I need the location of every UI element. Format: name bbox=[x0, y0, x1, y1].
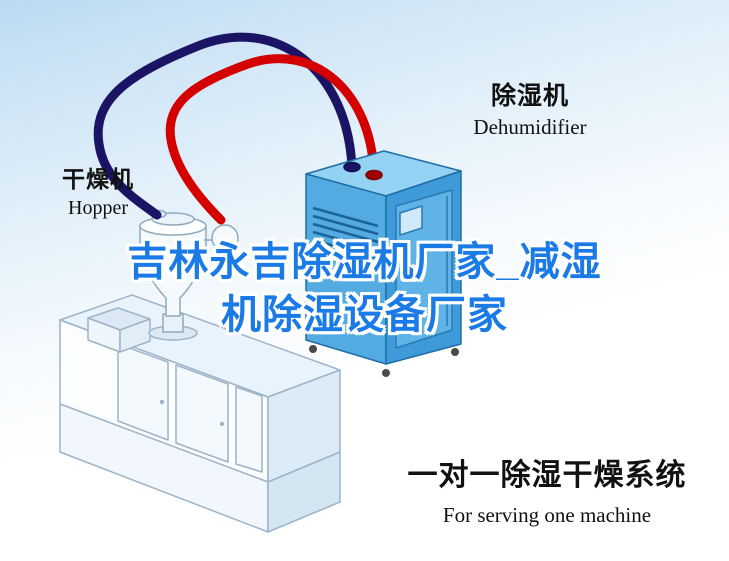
system-caption-en: For serving one machine bbox=[442, 503, 652, 527]
hopper-label-cn: 干燥机 bbox=[62, 166, 134, 192]
system-caption-cn: 一对一除湿干燥系统 bbox=[407, 459, 687, 492]
dehumidifier-label-en: Dehumidifier bbox=[473, 115, 587, 139]
hopper-dryer-icon bbox=[139, 209, 239, 333]
supply-air-hose-icon bbox=[165, 54, 379, 225]
page-title-line2: 机除湿设备厂家 bbox=[221, 292, 508, 337]
dehumidifier-label: 除湿机 Dehumidifier bbox=[450, 76, 610, 140]
cyclone-loader-icon bbox=[204, 224, 239, 273]
dehumidifier-label-cn: 除湿机 bbox=[490, 82, 569, 110]
hopper-label: 干燥机 Hopper bbox=[38, 160, 158, 220]
return-air-hose-icon bbox=[93, 32, 357, 220]
page-title-line1: 吉林永吉除湿机厂家_减湿 bbox=[127, 240, 602, 284]
system-caption: 一对一除湿干燥系统 For serving one machine bbox=[392, 450, 702, 528]
dehumidifier-unit-icon bbox=[305, 150, 462, 377]
hopper-label-en: Hopper bbox=[68, 197, 128, 219]
extruder-machine-icon bbox=[59, 294, 341, 533]
page-title: 吉林永吉除湿机厂家_减湿 机除湿设备厂家 bbox=[0, 236, 729, 342]
